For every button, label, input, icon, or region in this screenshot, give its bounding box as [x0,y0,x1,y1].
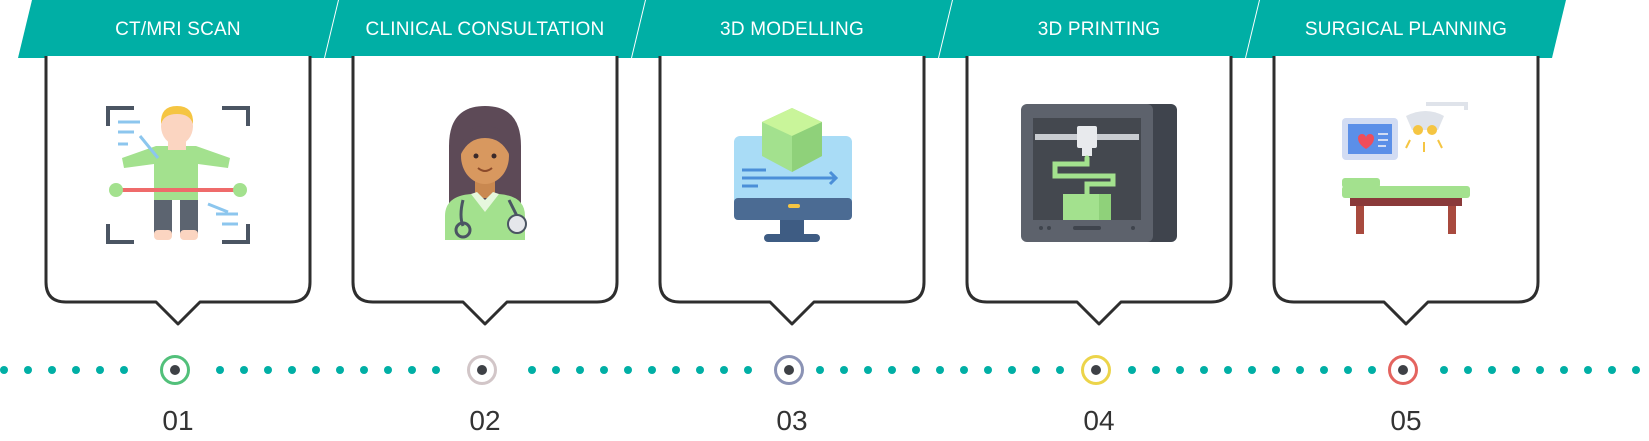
timeline-dot [1176,366,1184,374]
3d-model-monitor-icon [734,108,852,242]
timeline-dot [1344,366,1352,374]
doctor-icon [445,106,527,240]
timeline-dot [240,366,248,374]
timeline-dot [24,366,32,374]
timeline-dot [1008,366,1016,374]
timeline-dot [696,366,704,374]
timeline-dot [1320,366,1328,374]
operating-room-icon [1342,102,1470,234]
body-scan-icon [106,106,250,244]
step-3d-printing: 3D PRINTING 04 [939,0,1259,441]
timeline-dot [408,366,416,374]
timeline-dot [336,366,344,374]
timeline-dot [1488,366,1496,374]
timeline-dot [528,366,536,374]
timeline-dot [840,366,848,374]
timeline-dot [312,366,320,374]
timeline-dot [432,366,440,374]
timeline-dot [72,366,80,374]
timeline-dot [960,366,968,374]
timeline-dot [1440,366,1448,374]
timeline-dot [1032,366,1040,374]
step-3d-modelling: 3D MODELLING 03 [632,0,952,441]
timeline-dot [288,366,296,374]
timeline-dot [120,366,128,374]
step-marker [160,355,190,385]
timeline-dot [720,366,728,374]
timeline-dot [864,366,872,374]
timeline-dot [1248,366,1256,374]
timeline-dot [744,366,752,374]
timeline-dot [984,366,992,374]
3d-printer-icon [1021,104,1177,242]
timeline-dot [96,366,104,374]
timeline-dot [600,366,608,374]
step-marker [1388,355,1418,385]
step-title: CT/MRI SCAN [18,0,338,58]
timeline-dot [1368,366,1376,374]
step-title: 3D PRINTING [939,0,1259,58]
timeline-dot [1464,366,1472,374]
step-number: 03 [776,405,808,436]
step-marker [774,355,804,385]
step-number: 04 [1083,405,1115,436]
timeline-dot [624,366,632,374]
step-title: 3D MODELLING [632,0,952,58]
step-number: 05 [1390,405,1422,436]
timeline-dot [1608,366,1616,374]
timeline-dot [264,366,272,374]
timeline-dot [1584,366,1592,374]
timeline-dot [1632,366,1640,374]
step-marker [467,355,497,385]
step-number: 01 [162,405,194,436]
step-surgical-planning: SURGICAL PLANNING 05 [1246,0,1566,441]
timeline-dot [672,366,680,374]
step-clinical-consultation: CLINICAL CONSULTATION 02 [325,0,645,441]
timeline-dot [912,366,920,374]
step-ct-mri-scan: CT/MRI SCAN 01 [18,0,338,441]
step-number: 02 [469,405,501,436]
timeline-dot [816,366,824,374]
timeline-dot [48,366,56,374]
timeline-dot [1536,366,1544,374]
timeline-dot [576,366,584,374]
timeline-dot [0,366,8,374]
step-marker [1081,355,1111,385]
timeline-dot [1560,366,1568,374]
timeline-dot [1272,366,1280,374]
step-title: SURGICAL PLANNING [1246,0,1566,58]
timeline-dot [552,366,560,374]
step-title: CLINICAL CONSULTATION [325,0,645,58]
timeline-dot [1296,366,1304,374]
timeline-dot [1152,366,1160,374]
timeline-dot [1200,366,1208,374]
timeline-dot [1512,366,1520,374]
timeline-dot [888,366,896,374]
timeline-dot [1056,366,1064,374]
timeline-dot [1224,366,1232,374]
timeline-dot [216,366,224,374]
timeline-dot [936,366,944,374]
timeline-dot [384,366,392,374]
timeline-dot [1128,366,1136,374]
timeline-dot [360,366,368,374]
timeline-dot [648,366,656,374]
